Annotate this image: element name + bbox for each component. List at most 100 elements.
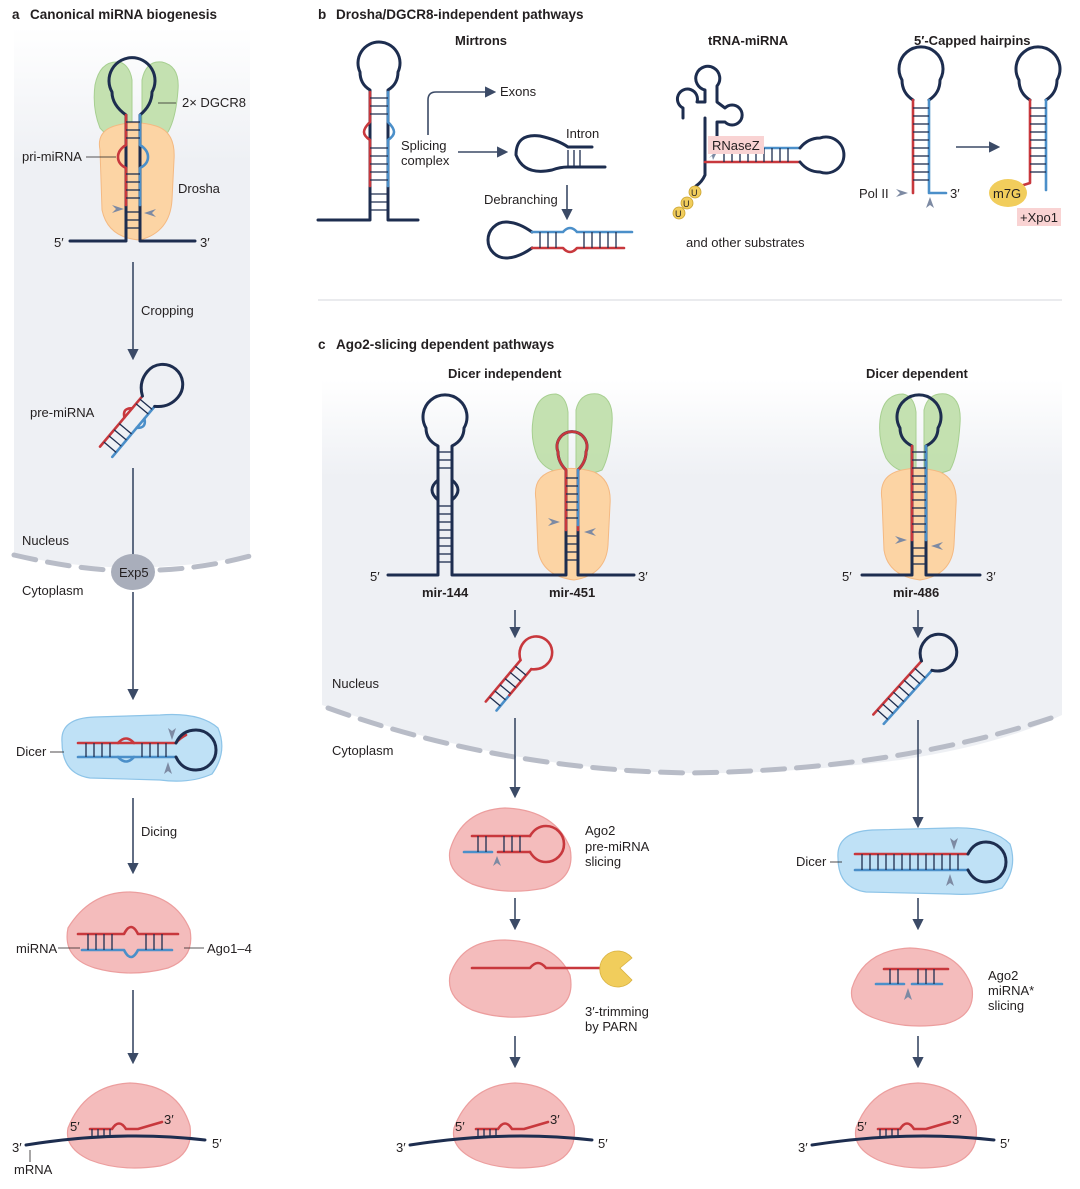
panel-b: b Drosha/DGCR8-independent pathways Mirt… <box>316 7 1062 260</box>
pri-mirna-label: pri-miRNA <box>22 149 82 164</box>
pri-mirna-hairpin <box>68 56 197 243</box>
cytoplasm-label-c: Cytoplasm <box>332 743 393 758</box>
ago2-pre-mirna <box>462 824 566 866</box>
dgcr8-label: 2× DGCR8 <box>182 95 246 110</box>
panel-a: a Canonical miRNA biogenesis 2× DGCR8 pr… <box>11 7 253 1177</box>
ago-protein-a <box>66 891 192 974</box>
dicer-independent-title: Dicer independent <box>448 366 562 381</box>
mir144-hairpin <box>421 393 469 576</box>
mrna-strand-c1 <box>408 1134 594 1147</box>
m7g-label: m7G <box>993 186 1021 201</box>
dicer-protein-c <box>837 827 1014 895</box>
dicer-label-a: Dicer <box>16 744 47 759</box>
pre-mir486-hairpin <box>872 632 959 726</box>
mirna-label: miRNA <box>16 941 57 956</box>
rnasez-label: RNaseZ <box>712 138 760 153</box>
capped-title: 5′-Capped hairpins <box>914 33 1031 48</box>
ago2-star-duplex <box>874 967 950 1000</box>
mirtrons-title: Mirtrons <box>455 33 507 48</box>
panel-c-letter: c <box>318 337 326 352</box>
mrna-strand-c2 <box>810 1134 996 1147</box>
exons-label: Exons <box>500 84 537 99</box>
splicing-label-1: Splicing <box>401 138 447 153</box>
star-slicing-label-3: slicing <box>988 998 1024 1013</box>
ago2-slicing-protein <box>448 807 572 892</box>
cluster-5prime: 5′ <box>370 569 380 584</box>
rnasez-box <box>708 136 764 154</box>
trimming-strand <box>470 961 602 970</box>
guide-3prime-a: 3′ <box>164 1112 174 1127</box>
mir144-label: mir-144 <box>422 585 469 600</box>
mir486-5prime: 5′ <box>842 569 852 584</box>
exons-arrow <box>427 86 497 135</box>
guide-5prime-c1: 5′ <box>455 1119 465 1134</box>
intron-lariat <box>514 134 607 173</box>
exp5-label: Exp5 <box>119 565 149 580</box>
u-tail: U U U <box>672 185 702 220</box>
mrna-5prime-c1: 5′ <box>598 1136 608 1151</box>
trimming-label-1: 3′-trimming <box>585 1004 649 1019</box>
dicer-dependent-title: Dicer dependent <box>866 366 969 381</box>
panel-a-title: Canonical miRNA biogenesis <box>30 7 217 22</box>
ago-target-a <box>66 1082 192 1169</box>
debranching-label: Debranching <box>484 192 558 207</box>
ago2-star-protein <box>850 947 974 1027</box>
mrna-5prime-c2: 5′ <box>1000 1136 1010 1151</box>
trna-structure <box>675 64 846 188</box>
ago2-slicing-label-3: slicing <box>585 854 621 869</box>
mir486-3prime: 3′ <box>986 569 996 584</box>
guide-3prime-c1: 3′ <box>550 1112 560 1127</box>
svg-text:U: U <box>675 209 682 219</box>
ago14-label: Ago1–4 <box>207 941 252 956</box>
pri-5prime: 5′ <box>54 235 64 250</box>
m7g-cap <box>989 179 1027 207</box>
mirtron-hairpin <box>316 40 420 222</box>
drosha-label: Drosha <box>178 181 221 196</box>
ago2-trim-protein <box>448 939 572 1018</box>
ago2-slicing-label-1: Ago2 <box>585 823 615 838</box>
mrna-label: mRNA <box>14 1162 53 1177</box>
star-slicing-label-1: Ago2 <box>988 968 1018 983</box>
other-substrates-label: and other substrates <box>686 235 805 250</box>
polii-label: Pol II <box>859 186 889 201</box>
ago2-slicing-label-2: pre-miRNA <box>585 839 650 854</box>
dicer-label-c: Dicer <box>796 854 827 869</box>
nucleus-region-a <box>14 28 250 568</box>
nucleus-label-c: Nucleus <box>332 676 379 691</box>
nuclear-envelope-c <box>325 705 1063 776</box>
dicer-substrate-a <box>76 728 218 774</box>
mir486-hairpin <box>895 393 943 576</box>
panel-c-title: Ago2-slicing dependent pathways <box>336 337 554 352</box>
parn-enzyme <box>599 950 633 988</box>
cytoplasm-label-a: Cytoplasm <box>22 583 83 598</box>
panel-c: c Ago2-slicing dependent pathways Dicer … <box>318 337 1063 1169</box>
trna-title: tRNA-miRNA <box>708 33 789 48</box>
mrna-5prime-a: 5′ <box>212 1136 222 1151</box>
exp5-protein <box>111 554 155 590</box>
guide-3prime-c2: 3′ <box>952 1112 962 1127</box>
mir451-label: mir-451 <box>549 585 595 600</box>
pre-mirna-label: pre-miRNA <box>30 405 95 420</box>
dicing-label: Dicing <box>141 824 177 839</box>
mir486-label: mir-486 <box>893 585 939 600</box>
capped-hairpin-1 <box>896 45 948 208</box>
capped-3prime: 3′ <box>950 186 960 201</box>
xpo1-box <box>1017 208 1061 226</box>
nuclear-envelope-a <box>11 552 253 573</box>
panel-b-title: Drosha/DGCR8-independent pathways <box>336 7 584 22</box>
ago-target-c2 <box>854 1082 978 1169</box>
dicer-substrate-c <box>853 838 1008 886</box>
ago-target-c1 <box>452 1082 576 1169</box>
guide-5prime-c2: 5′ <box>857 1119 867 1134</box>
dgcr8-protein <box>93 61 179 141</box>
svg-text:U: U <box>691 188 698 198</box>
mirna-duplex-a <box>76 925 180 959</box>
panel-b-letter: b <box>318 7 326 22</box>
capped-hairpin-2 <box>1012 45 1062 192</box>
cropping-label: Cropping <box>141 303 194 318</box>
mrna-3prime-c1: 3′ <box>396 1140 406 1155</box>
mirtron-product <box>486 220 634 260</box>
xpo1-label: +Xpo1 <box>1020 210 1058 225</box>
splicing-label-2: complex <box>401 153 450 168</box>
